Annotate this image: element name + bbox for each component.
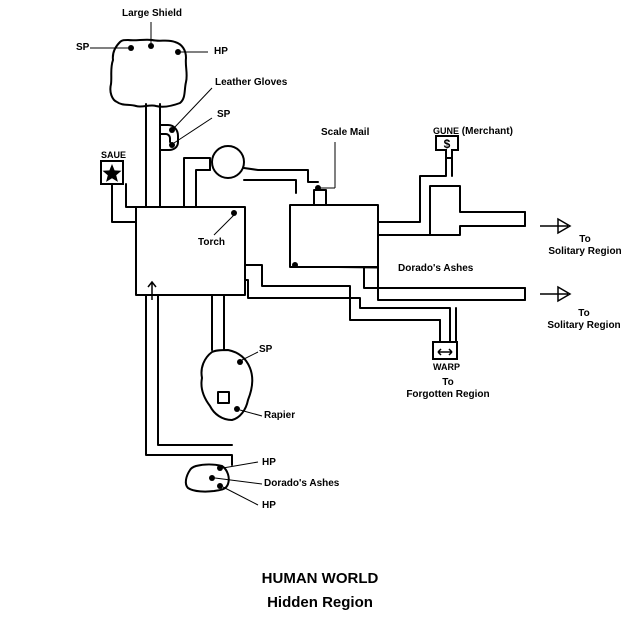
dot-torch [231,210,237,216]
east-corridor-upper [377,149,447,223]
lower-corridor-2 [377,266,526,301]
dot-sp-gloves [169,142,175,148]
merchant-point [435,135,459,159]
shield-room [109,38,188,108]
arrow-right-icon [540,285,572,303]
central-east-corridor [244,264,441,346]
dot-leather-gloves [169,127,175,133]
label-leather-gloves: Leather Gloves [215,77,288,88]
warp-point [432,341,458,360]
label-solitary-2: To Solitary Region [538,308,630,332]
label-gune-name: GUNE [433,126,460,136]
save-corridor [111,183,137,223]
round-room-east [243,167,319,183]
rapier-chest [217,391,230,404]
label-torch: Torch [198,237,226,248]
lower-corridor [363,266,526,289]
label-scale-mail: Scale Mail [321,127,370,138]
double-arrow-icon [437,348,453,356]
gloves-nook [159,124,179,151]
central-east-corridor-2 [244,279,451,346]
label-sp-top: SP [76,42,90,53]
south-corridor-west-2 [157,294,233,446]
label-solitary-2-dest: Solitary Region [547,320,621,331]
east-corridor-upper-4 [377,225,526,236]
dot-hp-bottom-1 [217,465,223,471]
label-large-shield: Large Shield [122,8,183,19]
torch-corridor-inner [195,169,211,208]
dollar-icon: $ [444,137,451,151]
up-arrow-icon [147,280,157,300]
label-dorados-ashes-east: Dorado's Ashes [398,263,474,274]
label-rapier: Rapier [264,410,296,421]
dot-large-shield [148,43,154,49]
torch-corridor [183,157,211,208]
label-sp-south: SP [259,344,273,355]
east-room [289,204,379,268]
label-forgotten: To Forgotten Region [398,377,498,401]
dot-hp-bottom-2 [217,483,223,489]
label-solitary-2-to: To [578,308,590,319]
label-hp-bottom-1: HP [262,457,276,468]
dot-sp-top [128,45,134,51]
label-hp-bottom-2: HP [262,500,276,511]
label-solitary-1: To Solitary Region [540,234,630,258]
scale-mail-alcove [313,189,327,206]
dot-scale-mail [315,185,321,191]
save-point [100,160,124,185]
save-corridor-2 [125,183,137,208]
rapier-room [200,349,254,421]
bottom-room [184,463,230,493]
label-forgotten-dest: Forgotten Region [406,389,490,400]
label-solitary-1-dest: Solitary Region [548,246,622,257]
label-sp-gloves: SP [217,109,231,120]
label-dorados-ashes-south: Dorado's Ashes [264,478,340,489]
label-gune: GUNE (Merchant) [433,125,513,138]
gloves-nook-inner [159,133,171,143]
arrow-right-icon [540,217,572,235]
dot-dorados-ashes-south [209,475,215,481]
label-save: SAUE [101,150,127,160]
dot-dorados-ashes-east [292,262,298,268]
label-warp: WARP [433,362,460,372]
dot-rapier [234,406,240,412]
south-corridor-west [145,294,233,466]
label-solitary-1-to: To [579,234,591,245]
map-title: HUMAN WORLD [261,570,379,587]
label-forgotten-to: To [442,377,454,388]
east-corridor-upper-2 [377,185,526,236]
round-room-east-2 [243,179,297,194]
star-icon [102,164,122,182]
round-room [211,145,245,179]
central-room [135,206,246,296]
dot-sp-south [237,359,243,365]
label-gune-role: (Merchant) [461,126,513,137]
label-hp-top: HP [214,46,228,57]
map-subtitle: Hidden Region [267,594,373,611]
dot-hp-top [175,49,181,55]
